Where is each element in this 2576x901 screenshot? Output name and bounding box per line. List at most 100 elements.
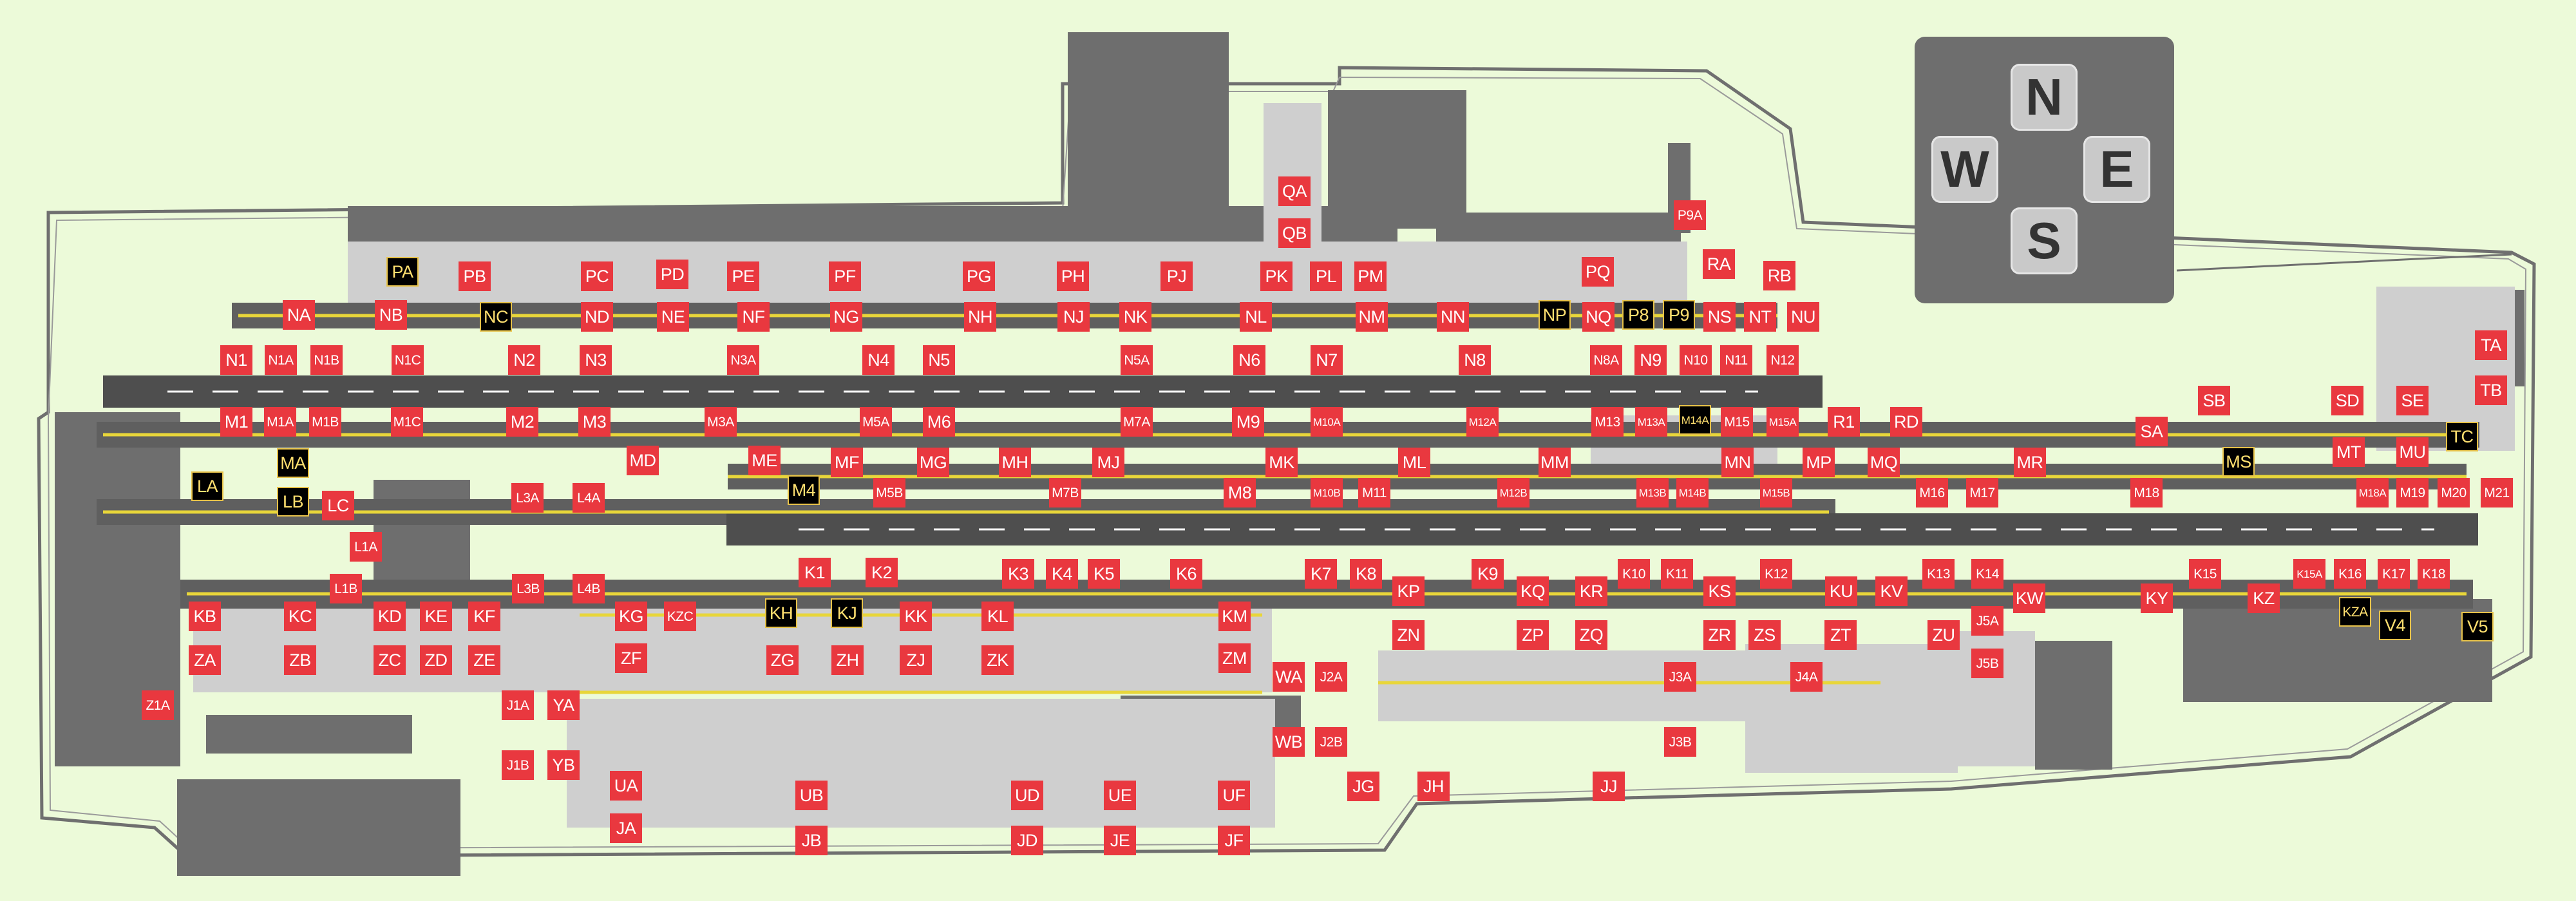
taxiway-label-jj: JJ xyxy=(1593,772,1625,801)
taxiway-label-n3a: N3A xyxy=(727,345,759,375)
taxiway-label-zt: ZT xyxy=(1824,620,1857,650)
taxiway-label-nn: NN xyxy=(1437,302,1469,332)
taxiway-label-ph: PH xyxy=(1057,261,1089,291)
taxiway-label-k15: K15 xyxy=(2189,559,2221,589)
taxiway-label-m15a: M15A xyxy=(1766,407,1799,437)
taxiway-label-md: MD xyxy=(627,446,659,475)
runways xyxy=(103,375,2478,545)
taxiway-label-kr: KR xyxy=(1575,576,1607,606)
taxiway-label-sd: SD xyxy=(2331,386,2363,415)
taxiway-label-k12: K12 xyxy=(1760,559,1792,589)
taxiway-label-mr: MR xyxy=(2014,448,2046,477)
taxiway-label-mu: MU xyxy=(2396,437,2429,467)
taxiway-label-jg: JG xyxy=(1347,772,1379,801)
taxiway-label-ma: MA xyxy=(277,448,309,478)
taxiway-label-ya: YA xyxy=(547,690,580,720)
taxiway-label-pj: PJ xyxy=(1160,261,1193,291)
taxiway-label-m9: M9 xyxy=(1232,407,1264,437)
taxiway-label-jb: JB xyxy=(795,826,828,855)
taxiway-label-kza: KZA xyxy=(2339,597,2371,627)
taxiway-label-mp: MP xyxy=(1803,448,1835,477)
taxiway-label-m18: M18 xyxy=(2130,478,2163,507)
taxiway-label-ku: KU xyxy=(1825,576,1857,606)
taxiway-label-kg: KG xyxy=(615,602,647,631)
taxiway-label-ta: TA xyxy=(2475,330,2507,360)
taxiway-label-j2b: J2B xyxy=(1315,727,1347,757)
taxiway-label-nc: NC xyxy=(480,302,512,332)
taxiway-label-m8: M8 xyxy=(1224,478,1256,507)
taxiway-label-l4b: L4B xyxy=(573,574,605,603)
taxiway-label-m13a: M13A xyxy=(1635,407,1667,437)
taxiway-label-pk: PK xyxy=(1260,261,1293,291)
compass-east: E xyxy=(2083,136,2150,203)
taxiway-label-ky: KY xyxy=(2141,583,2173,613)
taxiway-label-qb: QB xyxy=(1278,218,1311,248)
taxiway-label-kf: KF xyxy=(468,602,500,631)
taxiway-label-m1b: M1B xyxy=(309,407,341,437)
taxiway-label-n1b: N1B xyxy=(310,345,343,375)
taxiway-label-j2a: J2A xyxy=(1315,662,1347,692)
taxiway-label-tb: TB xyxy=(2475,375,2507,405)
taxiway-label-m13: M13 xyxy=(1591,407,1624,437)
taxiway-label-m21: M21 xyxy=(2481,478,2513,507)
taxiway-label-je: JE xyxy=(1104,826,1136,855)
taxiway-label-n12: N12 xyxy=(1766,345,1799,375)
taxiway-label-j5b: J5B xyxy=(1971,649,2003,678)
taxiway-label-j1b: J1B xyxy=(502,750,534,780)
taxiway-label-kb: KB xyxy=(189,602,221,631)
taxiway-label-k9: K9 xyxy=(1472,559,1504,589)
taxiway-label-pe: PE xyxy=(727,261,759,291)
taxiway-label-n8a: N8A xyxy=(1590,345,1622,375)
taxiway-label-m6: M6 xyxy=(923,407,955,437)
taxiway-label-mn: MN xyxy=(1721,448,1754,477)
taxiway-label-k7: K7 xyxy=(1305,559,1337,589)
taxiway-label-nu: NU xyxy=(1787,302,1819,332)
taxiway-label-kp: KP xyxy=(1392,576,1425,606)
taxiway-label-mg: MG xyxy=(917,448,949,477)
taxiway-label-nk: NK xyxy=(1119,302,1151,332)
taxiway-label-zs: ZS xyxy=(1748,620,1781,650)
taxiway-label-j5a: J5A xyxy=(1971,606,2003,636)
taxiway-label-ua: UA xyxy=(610,771,642,801)
taxiway-label-j4a: J4A xyxy=(1790,662,1823,692)
taxiway-label-ke: KE xyxy=(420,602,452,631)
taxiway-label-k10: K10 xyxy=(1618,559,1650,589)
taxiway-label-pl: PL xyxy=(1310,261,1342,291)
taxiway-label-n1c: N1C xyxy=(392,345,424,375)
taxiway-label-n10: N10 xyxy=(1680,345,1712,375)
taxiway-label-zq: ZQ xyxy=(1575,620,1607,650)
taxiway-label-k11: K11 xyxy=(1661,559,1693,589)
taxiway-label-nh: NH xyxy=(964,302,996,332)
taxiway-label-ml: ML xyxy=(1398,448,1430,477)
taxiway-label-wa: WA xyxy=(1273,662,1305,692)
taxiway-label-n5: N5 xyxy=(923,345,955,375)
taxiway-label-jh: JH xyxy=(1417,772,1450,801)
taxiway-label-k5: K5 xyxy=(1088,559,1120,589)
taxiway-label-lc: LC xyxy=(322,491,354,520)
taxiway-label-m14a: M14A xyxy=(1679,405,1711,435)
taxiway-label-zp: ZP xyxy=(1517,620,1549,650)
taxiway-label-nm: NM xyxy=(1356,302,1388,332)
compass-rose: N W E S xyxy=(1915,37,2174,303)
taxiway-label-k1: K1 xyxy=(799,558,831,587)
taxiway-label-m1c: M1C xyxy=(391,407,423,437)
taxiway-label-n2: N2 xyxy=(508,345,540,375)
taxiway-label-r1: R1 xyxy=(1828,407,1860,437)
taxiway-label-nt: NT xyxy=(1744,302,1776,332)
taxiway-label-pb: PB xyxy=(459,261,491,291)
perimeter-roads xyxy=(1789,128,2512,272)
taxiway-label-kc: KC xyxy=(284,602,316,631)
taxiway-label-zg: ZG xyxy=(766,645,799,675)
taxiway-label-m20: M20 xyxy=(2438,478,2470,507)
taxiway-label-ub: UB xyxy=(795,781,828,810)
taxiway-label-p9: P9 xyxy=(1663,300,1695,330)
taxiway-label-m15b: M15B xyxy=(1760,478,1792,507)
taxiway-label-m15: M15 xyxy=(1721,407,1753,437)
taxiway-label-k6: K6 xyxy=(1170,559,1202,589)
taxiway-label-zr: ZR xyxy=(1703,620,1736,650)
taxiway-label-km: KM xyxy=(1218,602,1251,631)
taxiway-label-nf: NF xyxy=(737,302,770,332)
compass-south: S xyxy=(2011,207,2078,274)
taxiway-label-n1a: N1A xyxy=(265,345,297,375)
taxiway-label-k17: K17 xyxy=(2378,559,2410,589)
